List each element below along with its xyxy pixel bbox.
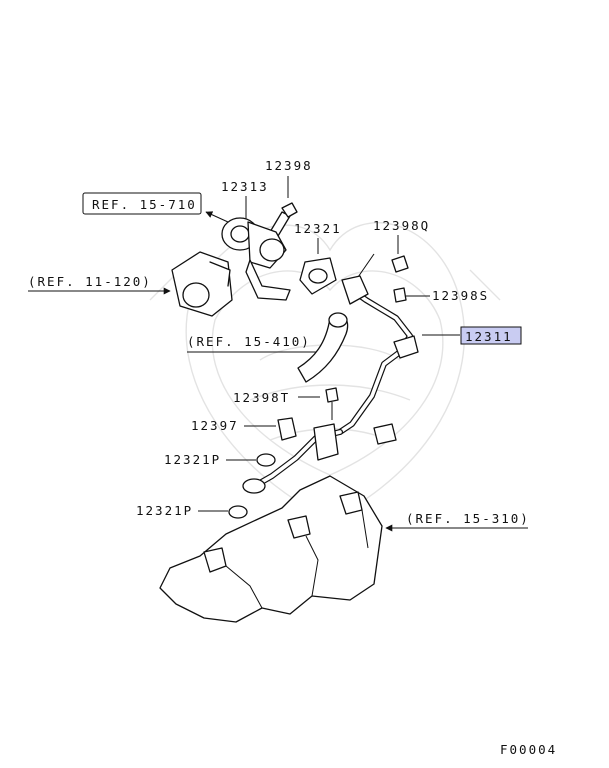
- part-12398t-label[interactable]: 12398T: [233, 390, 290, 405]
- part-12311-label[interactable]: 12311: [465, 329, 513, 344]
- gasket-12321-icon: [299, 257, 337, 295]
- bolt-12398s-icon: [393, 287, 407, 303]
- part-12321p-a-label[interactable]: 12321P: [164, 452, 221, 467]
- part-12397-label[interactable]: 12397: [191, 418, 239, 433]
- ref-15-310-label[interactable]: (REF. 15-310): [406, 511, 530, 526]
- bolt-12398q-icon: [391, 255, 409, 273]
- figure-code: F00004: [500, 742, 557, 757]
- ref-15-710-box: [82, 192, 202, 215]
- ref-15-710-callout[interactable]: REF. 15-710: [82, 192, 202, 215]
- air-hose-icon: [297, 312, 349, 383]
- ref-15-710-arrow: [205, 211, 229, 223]
- ref-11-120-label[interactable]: (REF. 11-120): [28, 274, 152, 289]
- part-12313-label[interactable]: 12313: [221, 179, 269, 194]
- gasket-12321p-a-icon: [256, 453, 276, 467]
- egr-pipe-12311-icon: [337, 275, 419, 445]
- part-12398-label[interactable]: 12398: [265, 158, 313, 173]
- ref-15-410-label[interactable]: (REF. 15-410): [187, 334, 311, 349]
- lower-pipe-icon: [242, 423, 343, 494]
- fitting-12397-icon: [277, 417, 297, 441]
- part-12398q-label[interactable]: 12398Q: [373, 218, 430, 233]
- part-12398s-label[interactable]: 12398S: [432, 288, 489, 303]
- egr-valve-12313-icon: [221, 217, 291, 301]
- exhaust-manifold-icon: [159, 475, 383, 623]
- part-12321-label[interactable]: 12321: [294, 221, 342, 236]
- gasket-12321p-b-icon: [228, 505, 248, 519]
- throttle-body-icon: [171, 251, 233, 317]
- ref-15-710-label: REF. 15-710: [92, 197, 197, 212]
- part-12311-highlight: [460, 326, 522, 345]
- part-12321p-b-label[interactable]: 12321P: [136, 503, 193, 518]
- bolt-12398-icon: [269, 202, 298, 237]
- bolt-12398t-icon: [325, 387, 339, 420]
